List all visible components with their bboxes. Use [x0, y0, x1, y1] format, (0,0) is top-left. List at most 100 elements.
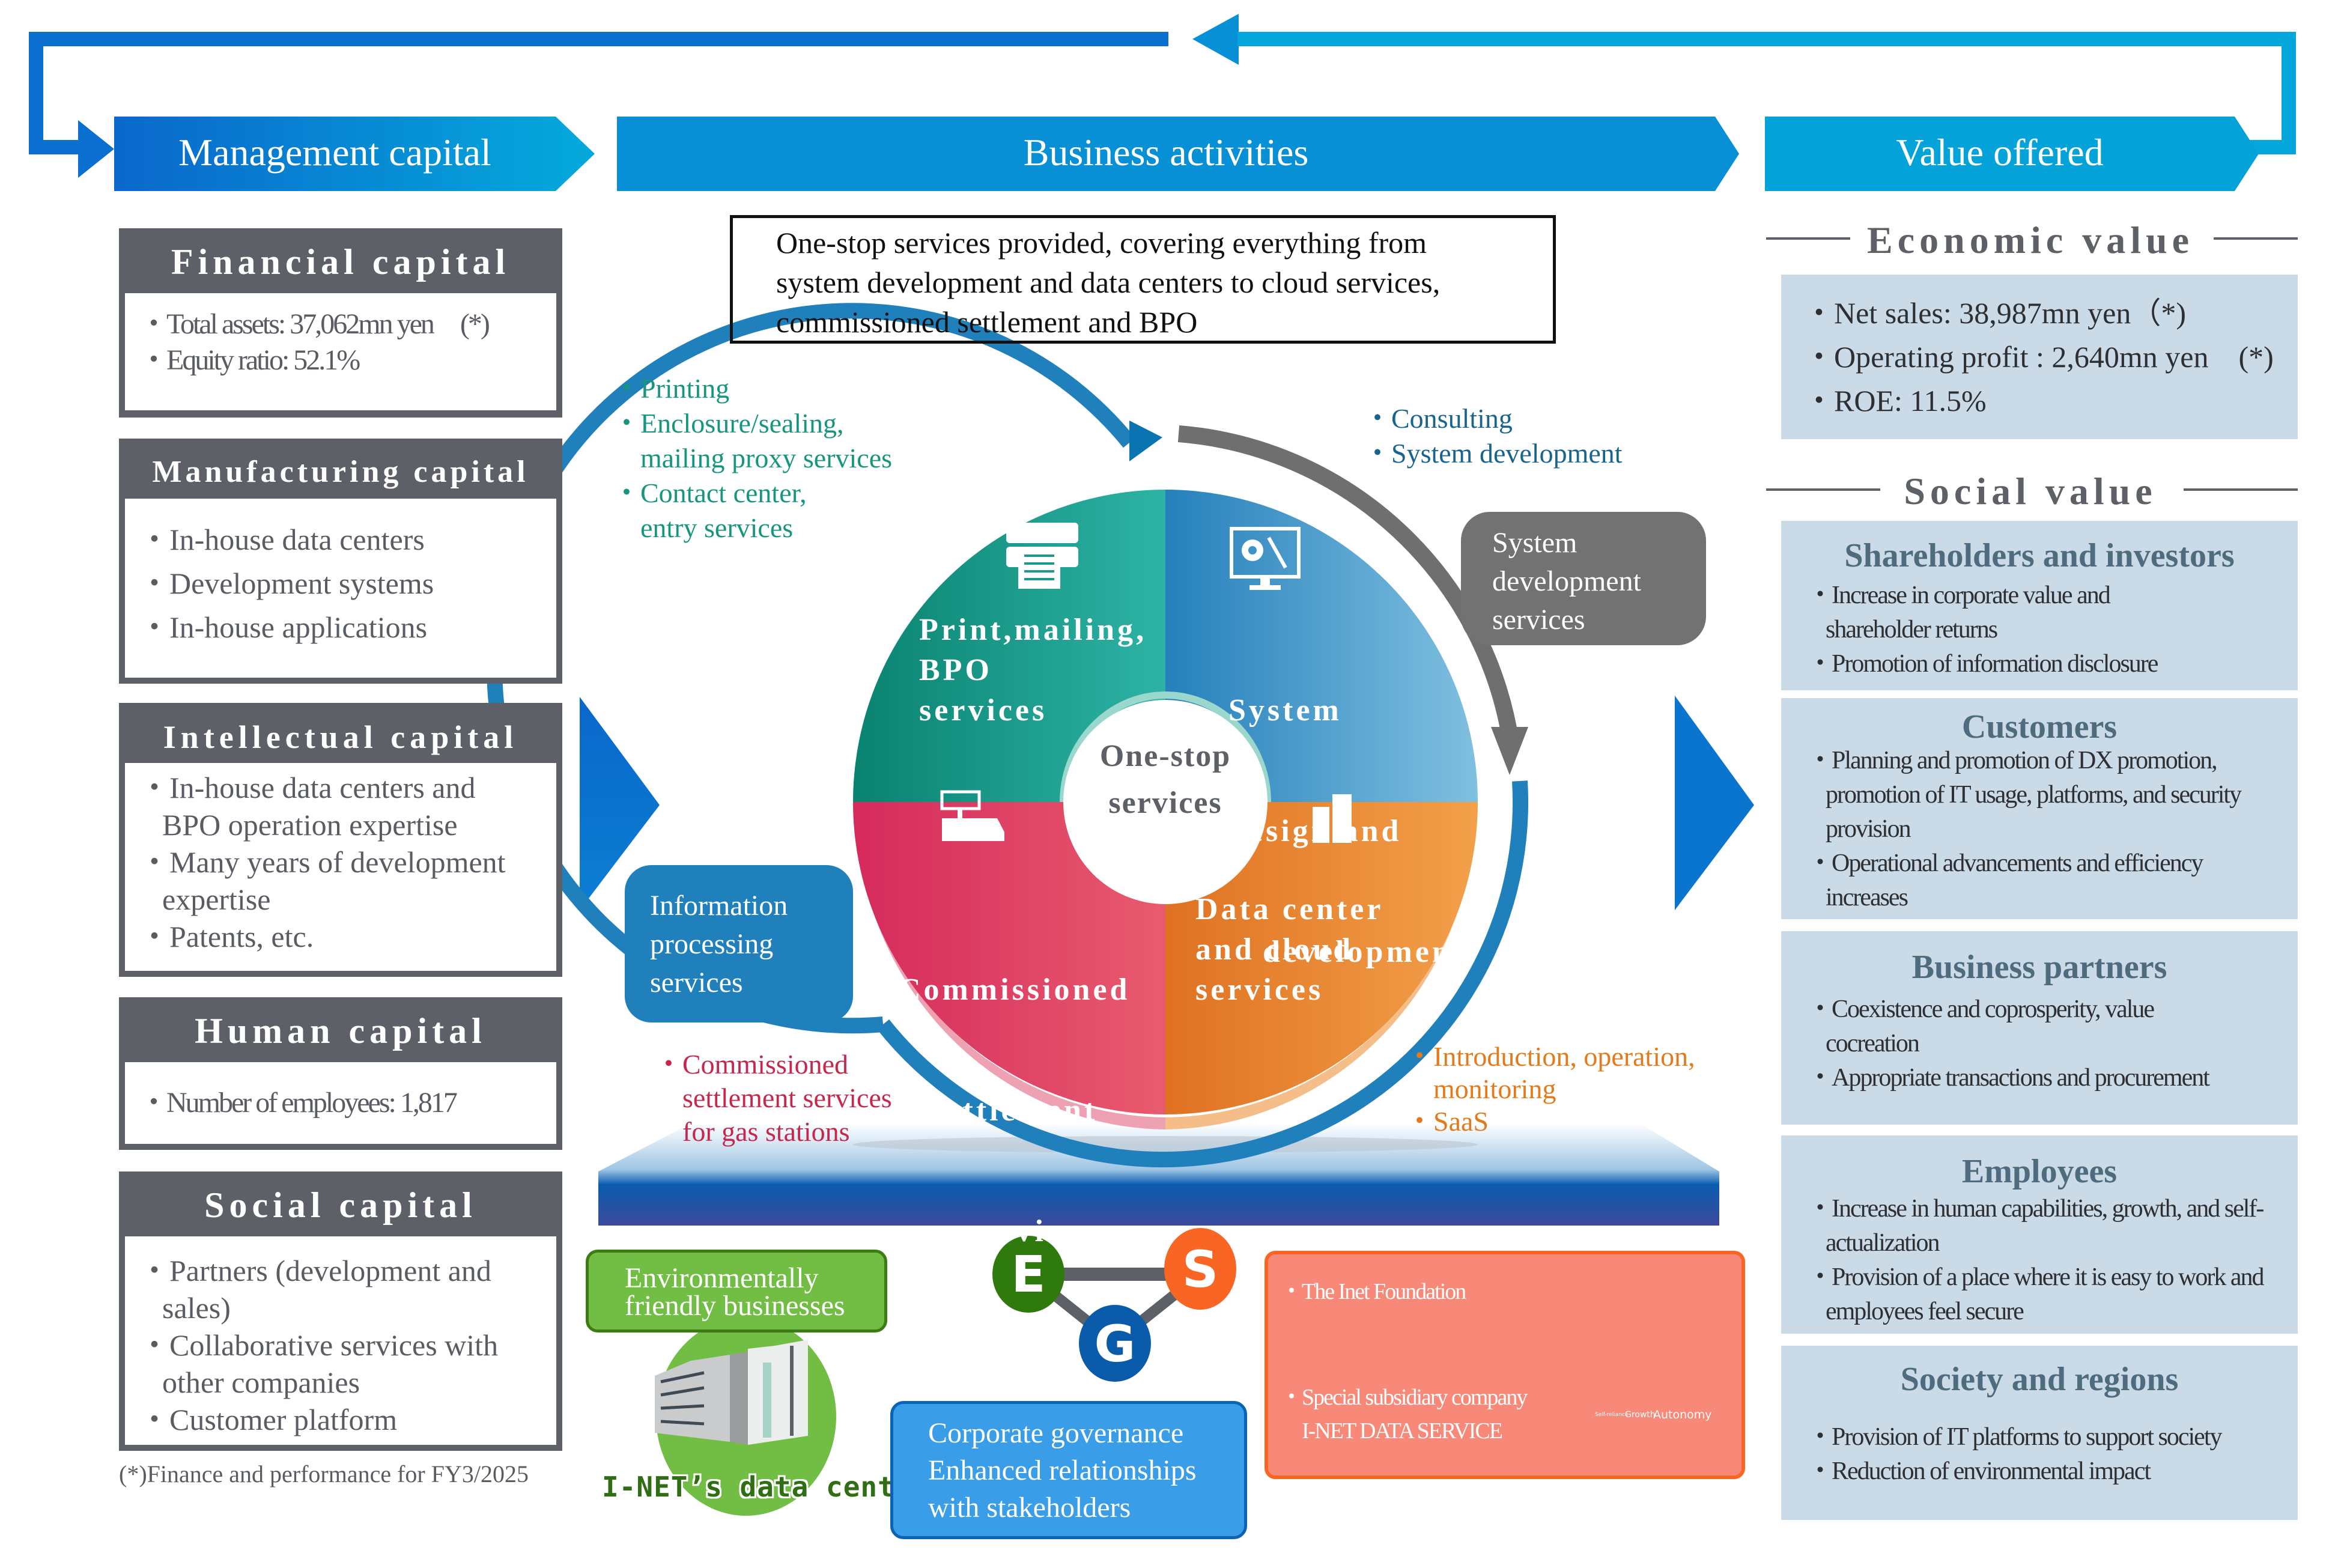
value-group-customers: Customers ・Planning and promotion of DX …: [1781, 698, 2298, 919]
server-rack-icon: [1313, 794, 1352, 843]
pill-line: services: [650, 967, 743, 998]
value-group-business-partners: Business partners ・Coexistence and copro…: [1781, 931, 2298, 1125]
inet-foundation: ・The Inet Foundation: [1280, 1279, 1466, 1304]
value-item: ・Provision of IT platforms to support so…: [1808, 1423, 2223, 1451]
note-line: ・Printing: [613, 373, 730, 404]
manufacturing-item: ・In-house data centers: [139, 523, 425, 556]
platform-base: [598, 1123, 1719, 1226]
gov-line: Enhanced relationships: [928, 1454, 1197, 1486]
header-value-offered: Value offered: [1896, 131, 2104, 174]
note-line: ・Commissioned: [655, 1049, 849, 1080]
value-item: ・Increase in human capabilities, growth,…: [1808, 1195, 2264, 1257]
segment-print: [853, 490, 1165, 802]
economic-value-title: Economic value: [1867, 219, 2194, 261]
pill-line: services: [1492, 604, 1585, 636]
human-capital-box: Human capital ・Number of employees: 1,81…: [119, 997, 562, 1150]
social-contribution-box: ・The Inet Foundation ・Special subsidiary…: [1265, 1251, 1745, 1479]
system-service-notes: ・Consulting ・System development: [1364, 401, 1623, 471]
value-item: ・Increase in corporate value and shareho…: [1808, 582, 2111, 643]
value-group-employees: Employees ・Increase in human capabilitie…: [1781, 1135, 2298, 1334]
center-line: services: [1108, 786, 1222, 820]
value-item: ・Reduction of environmental impact: [1808, 1457, 2151, 1485]
one-stop-center-label: One-stop services: [1063, 733, 1268, 827]
note-line: entry services: [613, 512, 794, 543]
gov-line: Corporate governance: [928, 1417, 1184, 1449]
intellectual-capital-title: Intellectual capital: [163, 719, 518, 755]
financial-item: ・Equity ratio: 52.1%: [139, 344, 360, 376]
segment-line: services: [919, 693, 1048, 728]
pill-line: development: [1492, 565, 1641, 597]
segment-line: Data center: [1195, 892, 1384, 926]
note-line: ・Enclosure/sealing,: [613, 408, 844, 439]
note-line: ・SaaS: [1406, 1106, 1489, 1137]
segment-system: [1165, 490, 1478, 802]
note-line: ・System development: [1364, 438, 1623, 469]
value-group-society: Society and regions ・Provision of IT pla…: [1781, 1346, 2298, 1520]
economic-value-box: ・Net sales: 38,987mn yen（*) ・Operating p…: [1781, 275, 2298, 439]
economic-item: ・Net sales: 38,987mn yen（*): [1804, 296, 2187, 330]
segment-label-system: System design and development: [1228, 610, 1466, 1012]
header-management-capital: Management capital: [178, 131, 491, 174]
segment-line: Print,mailing,: [919, 613, 1147, 647]
summary-line: system development and data centers to c…: [776, 266, 1441, 299]
value-group-title: Employees: [1961, 1153, 2118, 1190]
note-line: mailing proxy services: [613, 443, 893, 473]
economic-item: ・Operating profit : 2,640mn yen (*): [1804, 340, 2274, 374]
intellectual-item: ・Patents, etc.: [139, 920, 314, 953]
segment-line: and cloud: [1195, 932, 1354, 967]
value-group-title: Customers: [1961, 708, 2118, 746]
value-item: ・Planning and promotion of DX promotion,…: [1808, 747, 2242, 843]
segment-settlement: [853, 802, 1165, 1114]
segment-line: design and: [1228, 814, 1402, 848]
social-item: ・Collaborative services with other compa…: [139, 1328, 499, 1399]
header-arrow-value: [1765, 117, 2259, 191]
subsidiary-line: I-NET DATA SERVICE: [1280, 1418, 1503, 1444]
system-development-pill: System development services: [1461, 512, 1706, 645]
value-item: ・Operational advancements and efficiency…: [1808, 849, 2203, 911]
divider: [1766, 488, 1880, 491]
value-item: ・Promotion of information disclosure: [1808, 650, 2158, 678]
header-arrow-management: [114, 117, 595, 191]
printer-icon: [1006, 523, 1078, 589]
env-line: friendly businesses: [625, 1290, 845, 1322]
divider: [2184, 488, 2298, 491]
venn-label-growth: Growth: [1625, 1410, 1656, 1420]
segment-label-print: Print,mailing, BPO services: [919, 610, 1147, 731]
intellectual-capital-box: Intellectual capital ・In-house data cent…: [119, 703, 562, 977]
esg-g-circle: [1079, 1305, 1151, 1382]
segment-datacenter: [1165, 802, 1478, 1114]
data-center-icon: [655, 1317, 836, 1516]
note-line: monitoring: [1406, 1074, 1556, 1104]
env-line: Environmentally: [625, 1262, 819, 1294]
segment-line: System: [1228, 693, 1342, 728]
human-capital-title: Human capital: [195, 1011, 487, 1051]
manufacturing-capital-box: Manufacturing capital ・In-house data cen…: [119, 439, 562, 684]
datacenter-service-notes: ・Introduction, operation, monitoring ・Sa…: [1406, 1041, 1695, 1138]
summary-line: One-stop services provided, covering eve…: [776, 226, 1427, 260]
pill-line: processing: [650, 928, 774, 960]
value-group-shareholders: Shareholders and investors ・Increase in …: [1781, 521, 2298, 690]
segment-label-datacenter: Data center and cloud services: [1195, 889, 1383, 1010]
segment-line: services: [1195, 973, 1324, 1007]
esg-s-circle: [1164, 1228, 1236, 1310]
social-capital-title: Social capital: [204, 1185, 477, 1225]
esg-g-letter: G: [1095, 1314, 1136, 1373]
segment-line: settlement: [931, 1093, 1098, 1128]
segment-line: Commissioned: [898, 973, 1131, 1007]
monitor-gear-icon: [1230, 527, 1301, 590]
value-item: ・Provision of a place where it is easy t…: [1808, 1263, 2264, 1325]
value-group-title: Business partners: [1911, 949, 2167, 986]
center-hub: [1063, 700, 1268, 904]
intellectual-item: ・Many years of development expertise: [139, 845, 506, 916]
economic-item: ・ROE: 11.5%: [1804, 384, 1987, 418]
segment-line: development: [1228, 935, 1466, 969]
information-processing-pill: Information processing services: [625, 865, 853, 1023]
social-value-title: Social value: [1904, 470, 2157, 512]
venn-label-self-reliance: Self-reliance: [1595, 1412, 1629, 1418]
financial-item: ・Total assets: 37,062mn yen (*): [139, 308, 490, 340]
manufacturing-capital-title: Manufacturing capital: [152, 455, 529, 489]
note-line: ・Contact center,: [613, 478, 807, 508]
pie-segments: [853, 490, 1478, 1129]
flow-arrow-left: [580, 697, 660, 910]
